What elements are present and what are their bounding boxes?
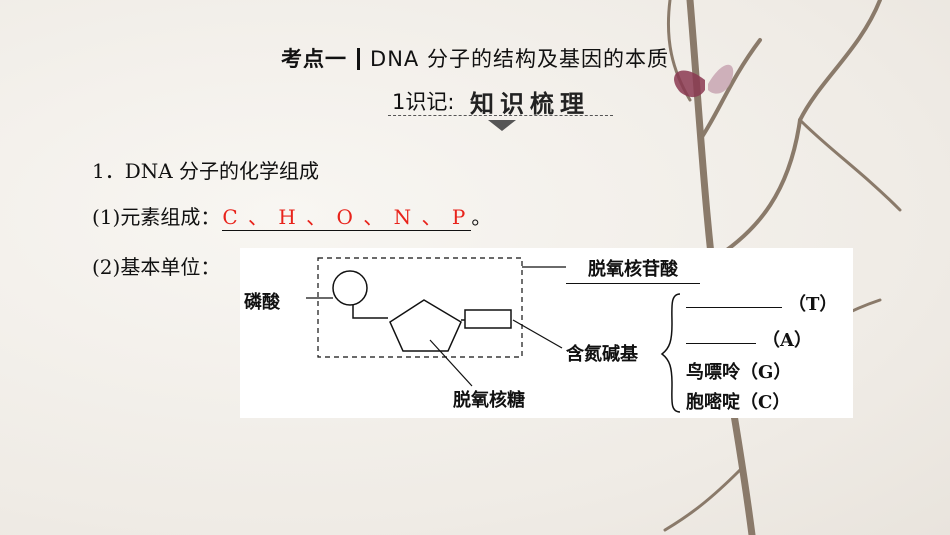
title-subject: DNA 分子的结构及基因的本质 xyxy=(370,47,669,71)
thymine-code: （T） xyxy=(788,294,838,315)
adenine-code: （A） xyxy=(762,330,812,351)
deoxynucleotide-label: 脱氧核苷酸 xyxy=(566,255,700,284)
nucleotide-diagram-svg xyxy=(306,257,681,413)
knowledge-badge: 1识记: 知识梳理 xyxy=(388,82,613,131)
sugar-pointer xyxy=(429,339,473,387)
elements-line: (1)元素组成：C 、 H 、 O 、 N 、 P。 xyxy=(92,201,491,231)
section-heading: 1．DNA 分子的化学组成 xyxy=(92,159,320,183)
base-thymine-row: （T） xyxy=(686,290,837,316)
elements-end: 。 xyxy=(471,205,492,229)
base-cytosine-row: 胞嘧啶（C） xyxy=(686,388,790,414)
base-pointer xyxy=(512,319,563,349)
page-title: 考点一 DNA 分子的结构及基因的本质 xyxy=(0,43,950,73)
guanine-code: （G） xyxy=(740,362,792,383)
phosphate-label: 磷酸 xyxy=(244,292,280,313)
adenine-blank xyxy=(686,343,756,344)
elements-label: (1)元素组成： xyxy=(92,205,221,229)
guanine-name: 鸟嘌呤 xyxy=(686,362,740,383)
nucleotide-dashed-box xyxy=(317,257,523,358)
pentose-pentagon xyxy=(389,299,462,352)
badge-name: 知识梳理 xyxy=(470,90,590,118)
phosphate-circle xyxy=(332,270,368,306)
elements-answer: C 、 H 、 O 、 N 、 P xyxy=(222,201,472,231)
phosphate-bond xyxy=(352,305,388,319)
nucleotide-diagram: 磷酸 脱氧核苷酸 含氮碱基 脱氧核糖 （T） （A） 鸟嘌呤（G） 胞嘧啶（C） xyxy=(240,248,853,418)
down-triangle-icon xyxy=(488,120,516,131)
unit-label: (2)基本单位： xyxy=(92,255,221,279)
title-divider xyxy=(357,48,361,70)
badge-box xyxy=(388,82,613,116)
bases-brace xyxy=(660,293,681,413)
cytosine-code: （C） xyxy=(740,392,791,413)
base-rect xyxy=(464,309,512,329)
base-guanine-row: 鸟嘌呤（G） xyxy=(686,358,791,384)
cytosine-name: 胞嘧啶 xyxy=(686,392,740,413)
thymine-blank xyxy=(686,307,782,308)
base-adenine-row: （A） xyxy=(686,326,812,352)
title-topic: 考点一 xyxy=(281,47,348,71)
nitrogenous-base-label: 含氮碱基 xyxy=(566,344,638,365)
deoxyribose-label: 脱氧核糖 xyxy=(453,390,525,411)
badge-number: 1识记: xyxy=(392,90,455,114)
